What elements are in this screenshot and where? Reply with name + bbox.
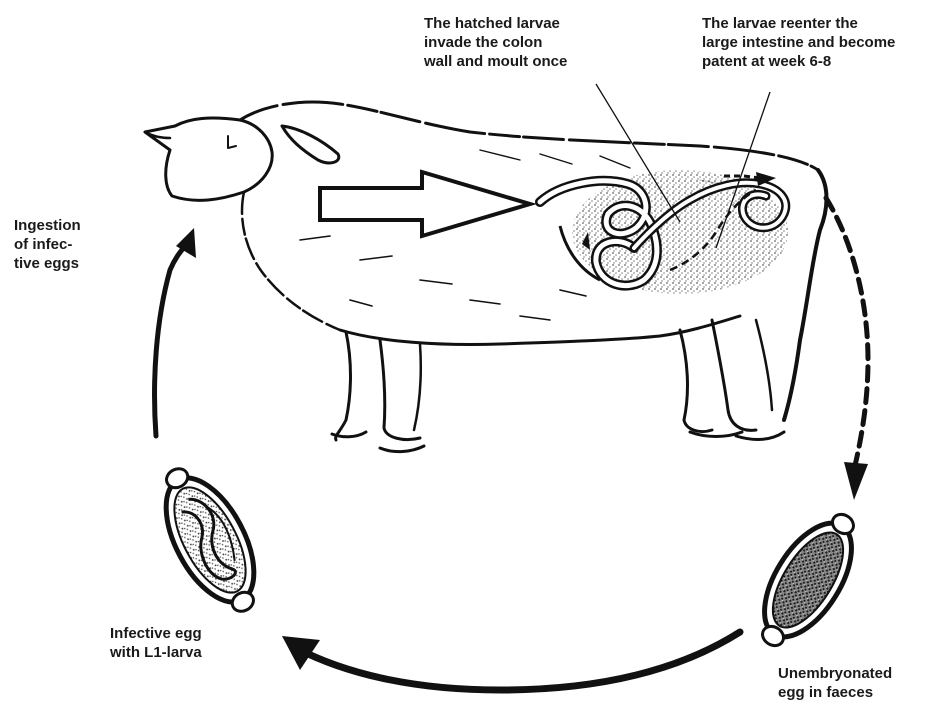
infective-egg-icon	[143, 454, 277, 625]
block-arrow-icon	[320, 172, 530, 236]
intestine-illustration	[540, 170, 788, 294]
label-unembryonated-egg: Unembryonated egg in faeces	[778, 664, 892, 702]
label-infective-egg: Infective egg with L1-larva	[110, 624, 202, 662]
label-hatched-larvae: The hatched larvae invade the colon wall…	[424, 14, 567, 71]
label-ingestion: Ingestion of infec- tive eggs	[14, 216, 81, 273]
label-larvae-reenter: The larvae reenter the large intestine a…	[702, 14, 895, 71]
unembryonated-egg-icon	[741, 499, 875, 660]
